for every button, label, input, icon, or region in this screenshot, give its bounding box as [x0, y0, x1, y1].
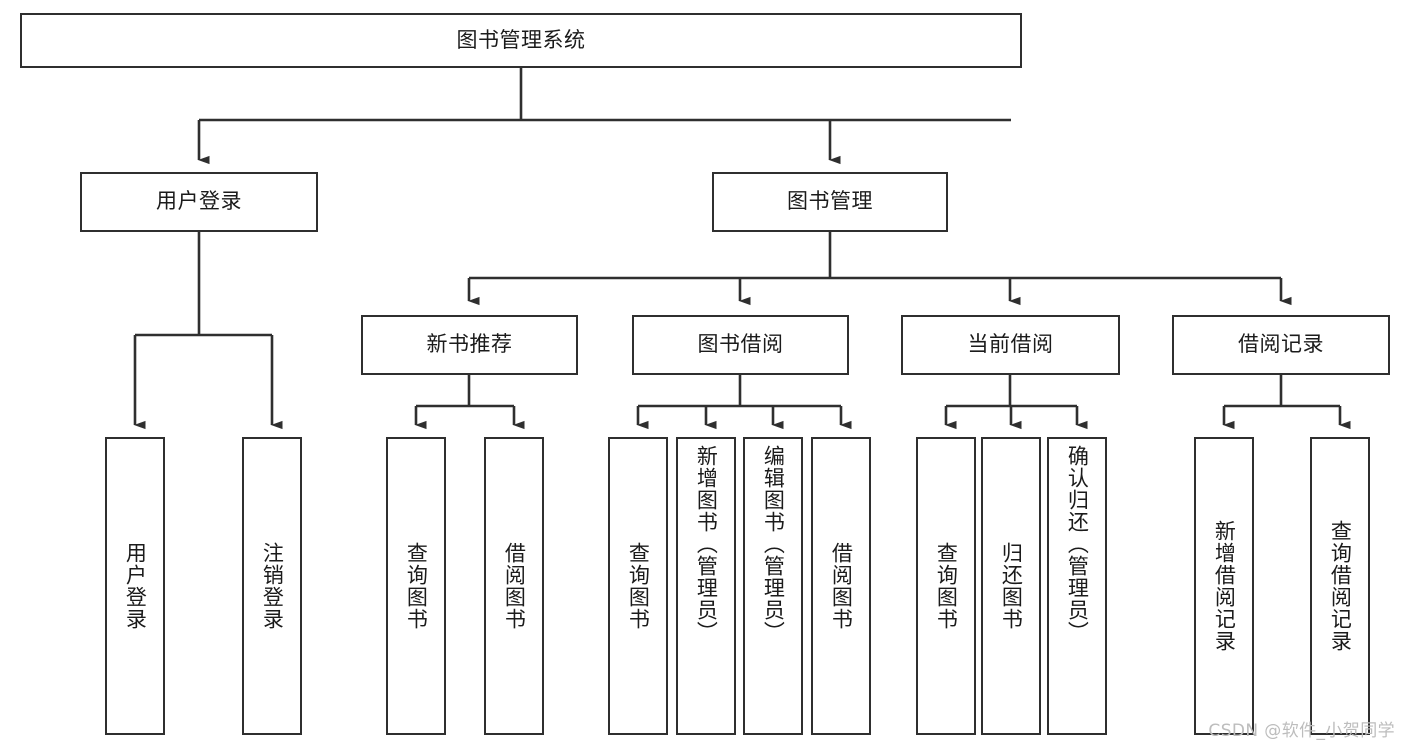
- node-book-management[interactable]: 图书管理: [712, 172, 948, 232]
- node-leaf-new-book-borrow-label: 借阅图书: [502, 542, 527, 630]
- node-leaf-add-book-admin[interactable]: 新增图书（管理员）: [676, 437, 736, 735]
- node-new-book-recommend-label: 新书推荐: [426, 332, 513, 357]
- node-leaf-borrow-query-book[interactable]: 查询图书: [608, 437, 668, 735]
- node-new-book-recommend[interactable]: 新书推荐: [361, 315, 578, 375]
- node-leaf-query-borrow-record-label: 查询借阅记录: [1328, 520, 1353, 652]
- node-leaf-borrow-book[interactable]: 借阅图书: [811, 437, 871, 735]
- node-leaf-borrow-query-book-label: 查询图书: [626, 542, 651, 630]
- node-user-login[interactable]: 用户登录: [80, 172, 318, 232]
- node-leaf-return-book-label: 归还图书: [999, 542, 1024, 630]
- node-leaf-add-borrow-record-label: 新增借阅记录: [1212, 520, 1237, 652]
- node-user-login-label: 用户登录: [156, 189, 242, 214]
- node-leaf-add-book-admin-label: 新增图书（管理员）: [694, 445, 719, 643]
- node-leaf-add-borrow-record[interactable]: 新增借阅记录: [1194, 437, 1254, 735]
- node-leaf-new-book-query-label: 查询图书: [404, 542, 429, 630]
- node-leaf-query-borrow-record[interactable]: 查询借阅记录: [1310, 437, 1370, 735]
- node-current-borrow[interactable]: 当前借阅: [901, 315, 1120, 375]
- node-leaf-edit-book-admin-label: 编辑图书（管理员）: [761, 445, 786, 643]
- node-leaf-user-login[interactable]: 用户登录: [105, 437, 165, 735]
- node-leaf-logout[interactable]: 注销登录: [242, 437, 302, 735]
- node-root-book-management-system[interactable]: 图书管理系统: [20, 13, 1022, 68]
- node-leaf-confirm-return-admin-label: 确认归还（管理员）: [1065, 445, 1090, 643]
- node-borrow-record-label: 借阅记录: [1238, 332, 1324, 357]
- node-leaf-confirm-return-admin[interactable]: 确认归还（管理员）: [1047, 437, 1107, 735]
- node-leaf-edit-book-admin[interactable]: 编辑图书（管理员）: [743, 437, 803, 735]
- node-leaf-current-query-book-label: 查询图书: [934, 542, 959, 630]
- node-leaf-new-book-borrow[interactable]: 借阅图书: [484, 437, 544, 735]
- node-borrow-record[interactable]: 借阅记录: [1172, 315, 1390, 375]
- node-leaf-logout-label: 注销登录: [260, 542, 285, 630]
- node-root-label: 图书管理系统: [456, 27, 586, 52]
- node-leaf-user-login-label: 用户登录: [123, 542, 148, 630]
- node-leaf-borrow-book-label: 借阅图书: [829, 542, 854, 630]
- node-book-management-label: 图书管理: [787, 189, 873, 214]
- node-leaf-current-query-book[interactable]: 查询图书: [916, 437, 976, 735]
- node-leaf-return-book[interactable]: 归还图书: [981, 437, 1041, 735]
- node-current-borrow-label: 当前借阅: [967, 332, 1054, 357]
- node-book-borrow-label: 图书借阅: [697, 332, 784, 357]
- node-leaf-new-book-query[interactable]: 查询图书: [386, 437, 446, 735]
- node-book-borrow[interactable]: 图书借阅: [632, 315, 849, 375]
